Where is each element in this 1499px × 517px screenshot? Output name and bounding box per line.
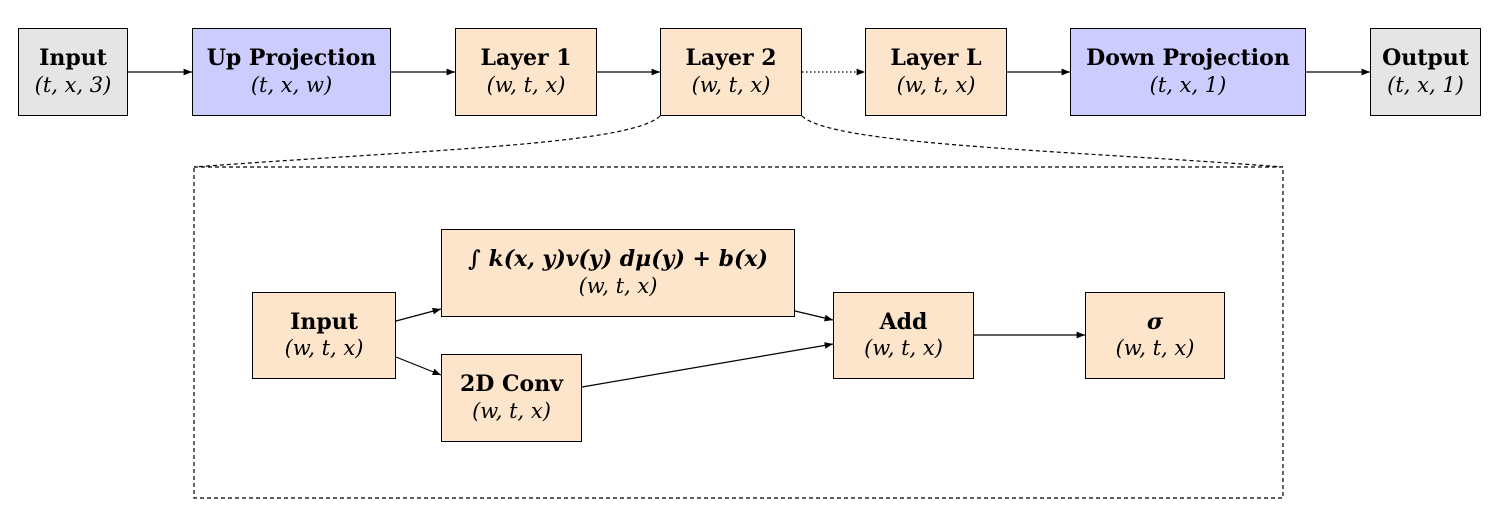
- activation-sigma-title: σ: [1146, 308, 1164, 335]
- up-projection-node: Up Projection (t, x, w): [192, 28, 391, 116]
- arrow-conv-to-add: [581, 342, 834, 388]
- output-node-shape: (t, x, 1): [1387, 72, 1464, 97]
- input-node: Input (t, x, 3): [18, 28, 128, 116]
- integral-operator-node: ∫ k(x, y)v(y) dμ(y) + b(x) (w, t, x): [441, 229, 795, 317]
- integral-operator-formula: ∫ k(x, y)v(y) dμ(y) + b(x): [468, 246, 768, 273]
- layer-2-node: Layer 2 (w, t, x): [660, 28, 802, 116]
- down-projection-node: Down Projection (t, x, 1): [1070, 28, 1306, 116]
- down-projection-shape: (t, x, 1): [1149, 72, 1227, 97]
- layer-input-shape: (w, t, x): [284, 336, 364, 361]
- layer-2-title: Layer 2: [685, 45, 777, 72]
- up-projection-title: Up Projection: [206, 45, 377, 72]
- conv-2d-node: 2D Conv (w, t, x): [441, 354, 582, 442]
- arrow-integral-to-add: [794, 310, 834, 322]
- zoom-curve-left: [193, 115, 661, 168]
- zoom-curve-right: [801, 115, 1284, 168]
- up-projection-shape: (t, x, w): [250, 72, 333, 97]
- activation-node: σ (w, t, x): [1085, 292, 1225, 379]
- activation-shape: (w, t, x): [1115, 336, 1195, 361]
- layer-1-node: Layer 1 (w, t, x): [455, 28, 597, 116]
- layer-input-title: Input: [290, 308, 358, 335]
- integral-operator-shape: (w, t, x): [578, 273, 658, 298]
- conv-2d-title: 2D Conv: [459, 371, 563, 398]
- output-node-title: Output: [1382, 45, 1469, 72]
- arrow-input-to-integral: [395, 307, 442, 322]
- output-node: Output (t, x, 1): [1370, 28, 1481, 116]
- layer-1-title: Layer 1: [480, 45, 572, 72]
- layer-l-title: Layer L: [890, 45, 982, 72]
- arrow-input-to-conv: [395, 356, 442, 376]
- layer-1-shape: (w, t, x): [486, 72, 566, 97]
- layer-input-node: Input (w, t, x): [252, 292, 396, 379]
- add-shape: (w, t, x): [864, 336, 943, 361]
- input-node-title: Input: [39, 45, 107, 72]
- layer-l-node: Layer L (w, t, x): [865, 28, 1007, 116]
- down-projection-title: Down Projection: [1086, 45, 1290, 72]
- add-node: Add (w, t, x): [833, 292, 974, 379]
- input-node-shape: (t, x, 3): [34, 72, 112, 97]
- layer-2-shape: (w, t, x): [691, 72, 771, 97]
- layer-l-shape: (w, t, x): [896, 72, 976, 97]
- add-title: Add: [879, 308, 928, 335]
- layer-detail-frame: [193, 166, 1284, 499]
- conv-2d-shape: (w, t, x): [472, 398, 551, 423]
